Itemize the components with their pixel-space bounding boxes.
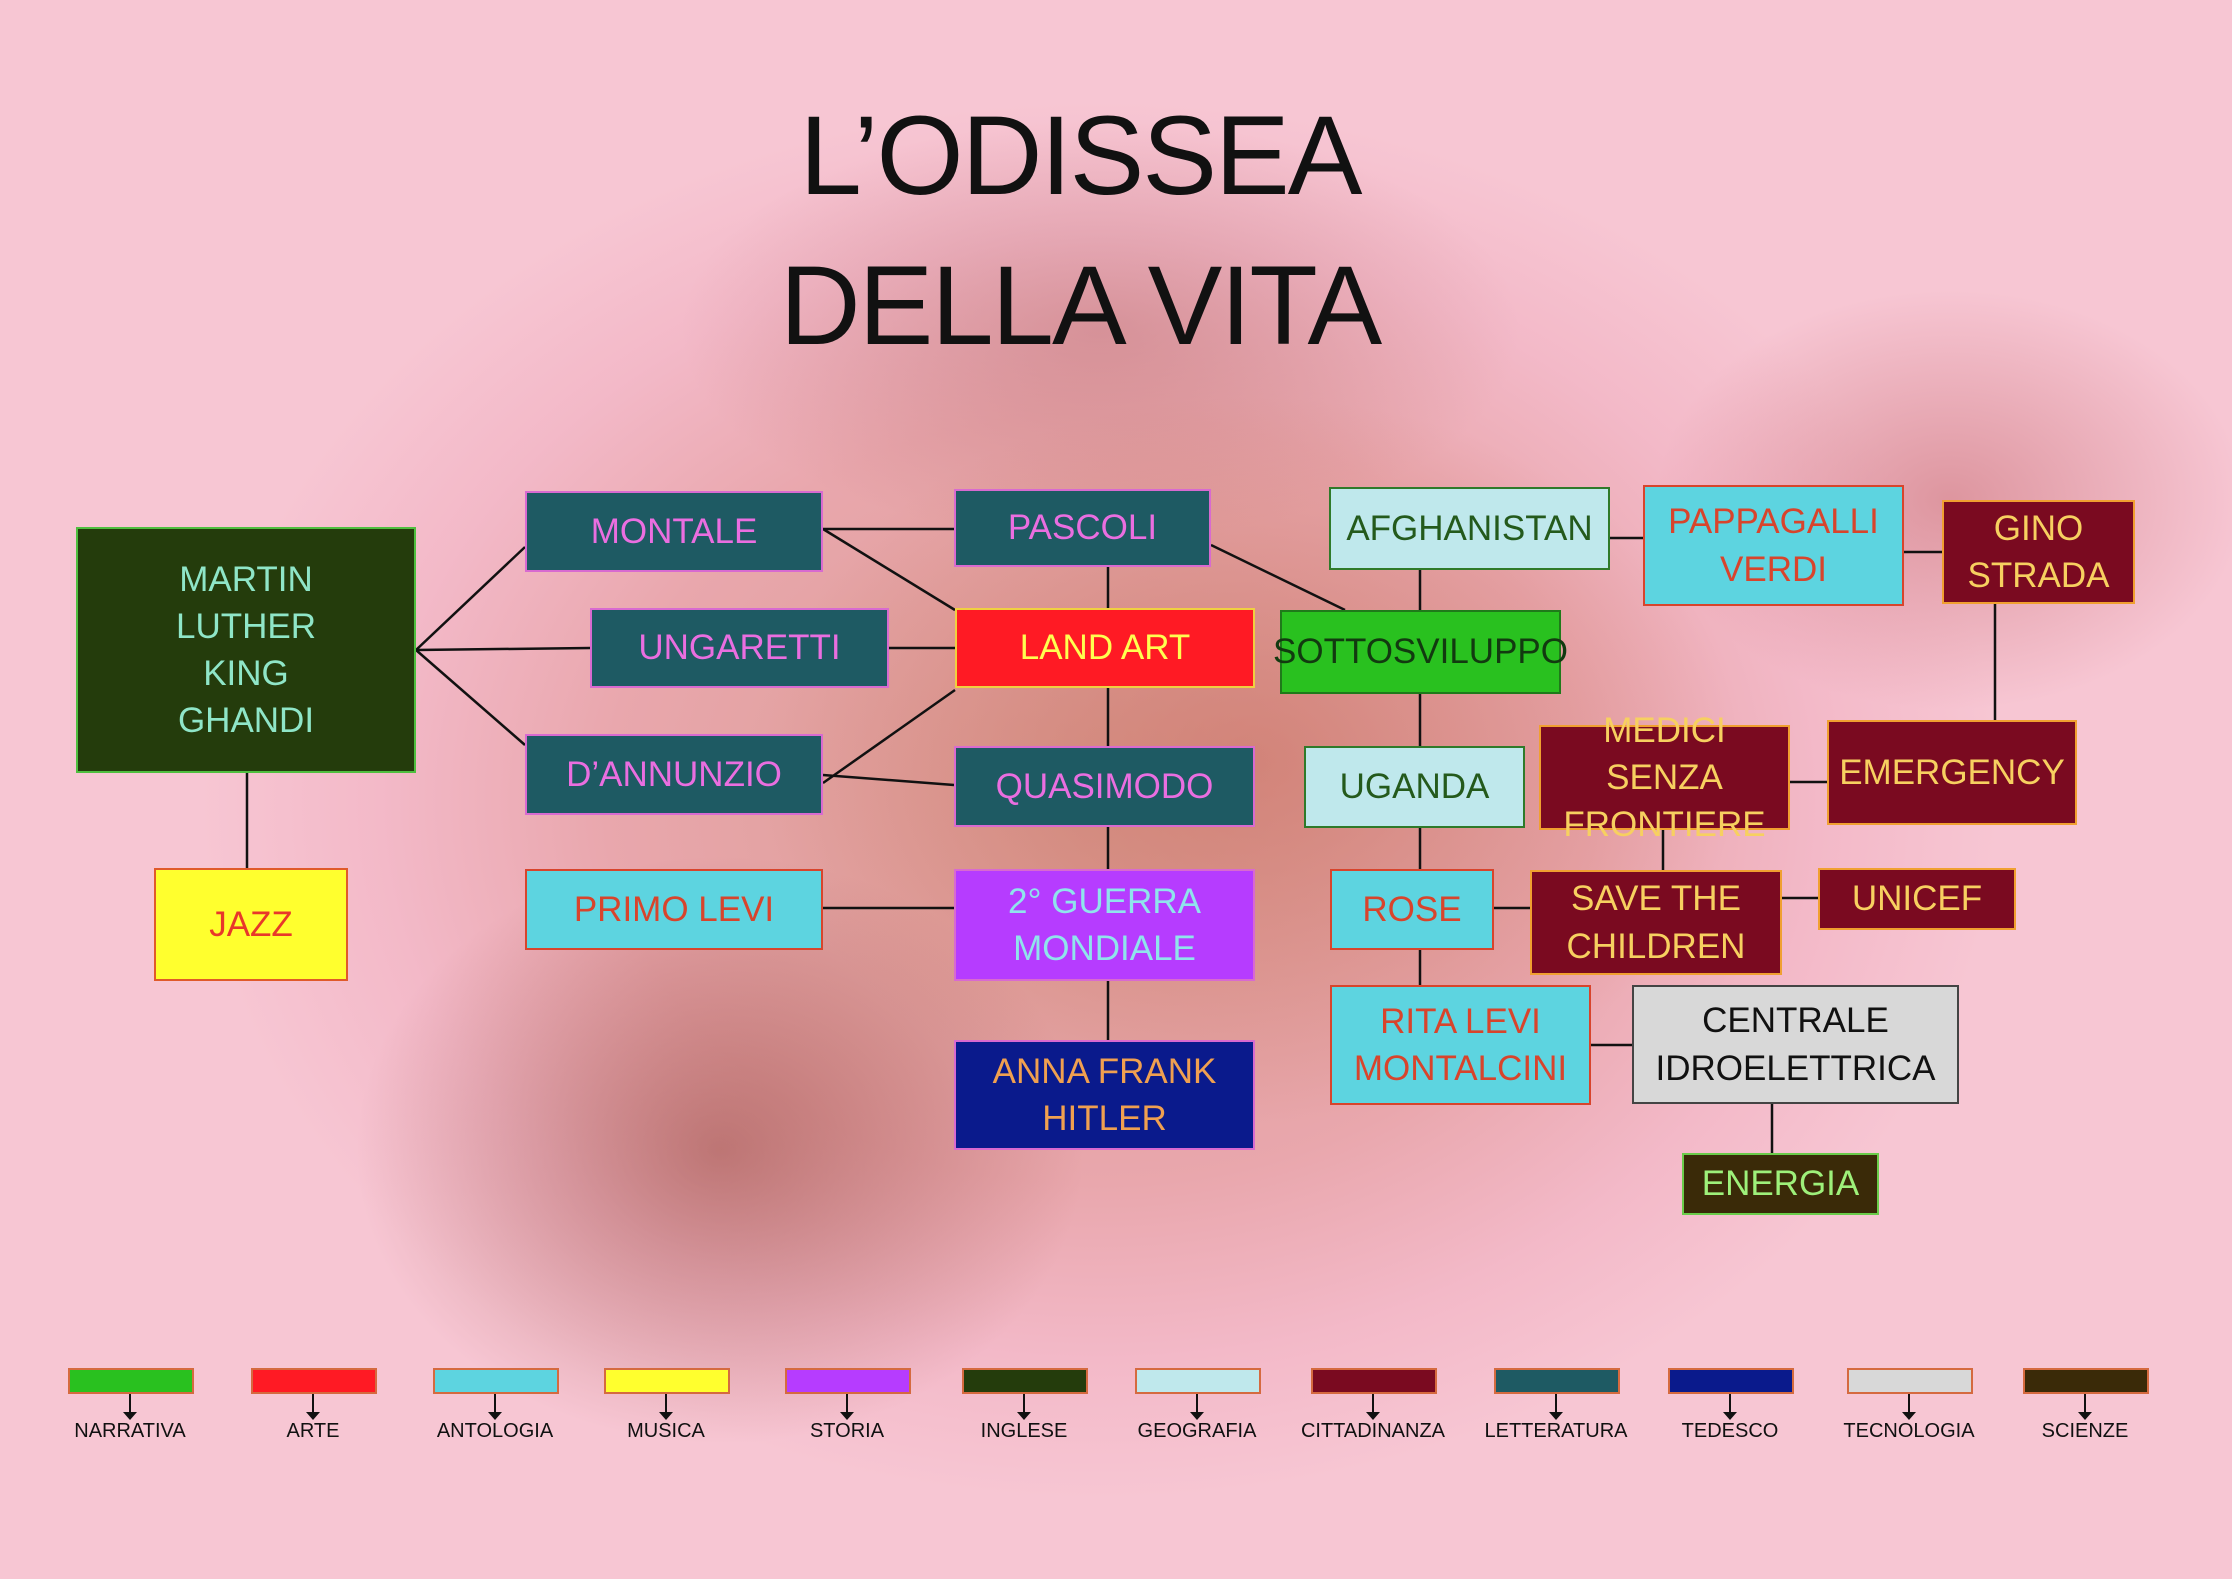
arrow-down-icon bbox=[1366, 1394, 1380, 1420]
legend-item-geografia: GEOGRAFIA bbox=[1135, 1368, 1261, 1443]
node-quasimodo: QUASIMODO bbox=[954, 746, 1255, 827]
link-dannunzio-quasimodo bbox=[822, 773, 955, 787]
link-pascoli-sottosviluppo bbox=[1210, 543, 1346, 612]
arrow-down-icon bbox=[123, 1394, 137, 1420]
legend-swatch bbox=[433, 1368, 559, 1394]
legend-swatch bbox=[2023, 1368, 2149, 1394]
node-montale: MONTALE bbox=[525, 491, 823, 572]
node-anna-frank-hitler: ANNA FRANK HITLER bbox=[954, 1040, 1255, 1150]
legend-label: TECNOLOGIA bbox=[1843, 1420, 1975, 1442]
node-2-guerra-mondiale: 2° GUERRA MONDIALE bbox=[954, 869, 1255, 981]
legend-label: ARTE bbox=[286, 1420, 340, 1442]
legend-swatch bbox=[1311, 1368, 1437, 1394]
legend-label: STORIA bbox=[809, 1420, 885, 1442]
legend-swatch bbox=[1847, 1368, 1973, 1394]
arrow-down-icon bbox=[840, 1394, 854, 1420]
legend-label: MUSICA bbox=[627, 1420, 705, 1442]
arrow-down-icon bbox=[488, 1394, 502, 1420]
node-martin-luther-king-ghandi: MARTIN LUTHER KING GHANDI bbox=[76, 527, 416, 773]
arrow-down-icon bbox=[659, 1394, 673, 1420]
legend-label: CITTADINANZA bbox=[1300, 1420, 1446, 1442]
arrow-down-icon bbox=[1549, 1394, 1563, 1420]
legend-swatch bbox=[251, 1368, 377, 1394]
legend-item-arte: ARTE bbox=[251, 1368, 377, 1443]
arrow-down-icon bbox=[1190, 1394, 1204, 1420]
node-uganda: UGANDA bbox=[1304, 746, 1525, 828]
node-centrale-idroelettrica: CENTRALE IDROELETTRICA bbox=[1632, 985, 1959, 1104]
arrow-down-icon bbox=[306, 1394, 320, 1420]
legend-swatch bbox=[1135, 1368, 1261, 1394]
link-montale-landart bbox=[822, 527, 956, 612]
legend-item-storia: STORIA bbox=[785, 1368, 911, 1443]
link-martin-montale bbox=[415, 546, 526, 651]
node-energia: ENERGIA bbox=[1682, 1153, 1879, 1215]
node-rose: ROSE bbox=[1330, 869, 1494, 950]
arrow-down-icon bbox=[2078, 1394, 2092, 1420]
arrow-down-icon bbox=[1902, 1394, 1916, 1420]
legend-item-letteratura: LETTERATURA bbox=[1485, 1368, 1627, 1443]
node-gino-strada: GINO STRADA bbox=[1942, 500, 2135, 604]
legend-label: ANTOLOGIA bbox=[436, 1420, 554, 1442]
legend-label: SCIENZE bbox=[2041, 1420, 2129, 1442]
node-afghanistan: AFGHANISTAN bbox=[1329, 487, 1610, 570]
page-title-line-2: DELLA VITA bbox=[779, 243, 1382, 368]
legend-label: INGLESE bbox=[980, 1420, 1068, 1442]
legend-item-musica: MUSICA bbox=[604, 1368, 730, 1443]
legend-item-inglese: INGLESE bbox=[962, 1368, 1088, 1443]
node-ungaretti: UNGARETTI bbox=[590, 608, 889, 688]
node-sottosviluppo: SOTTOSVILUPPO bbox=[1273, 610, 1568, 694]
arrow-down-icon bbox=[1017, 1394, 1031, 1420]
node-unicef: UNICEF bbox=[1818, 868, 2016, 930]
legend-item-tecnologia: TECNOLOGIA bbox=[1843, 1368, 1975, 1443]
legend-item-scienze: SCIENZE bbox=[2023, 1368, 2149, 1443]
node-save-the-children: SAVE THE CHILDREN bbox=[1530, 870, 1782, 975]
link-martin-ungaretti bbox=[415, 646, 591, 652]
legend-swatch bbox=[68, 1368, 194, 1394]
legend-swatch bbox=[785, 1368, 911, 1394]
legend-item-cittadinanza: CITTADINANZA bbox=[1301, 1368, 1445, 1443]
legend-label: NARRATIVA bbox=[74, 1420, 186, 1442]
link-dannunzio-landart bbox=[822, 688, 956, 785]
legend-swatch bbox=[1668, 1368, 1794, 1394]
legend-item-tedesco: TEDESCO bbox=[1668, 1368, 1794, 1443]
legend-swatch bbox=[604, 1368, 730, 1394]
legend-item-narrativa: NARRATIVA bbox=[68, 1368, 194, 1443]
node-land-art: LAND ART bbox=[955, 608, 1255, 688]
page-title-line-1: L’ODISSEA bbox=[799, 93, 1363, 218]
node-pappagalli-verdi: PAPPAGALLI VERDI bbox=[1643, 485, 1904, 606]
node-primo-levi: PRIMO LEVI bbox=[525, 869, 823, 950]
legend-label: GEOGRAFIA bbox=[1137, 1420, 1257, 1442]
arrow-down-icon bbox=[1723, 1394, 1737, 1420]
legend-label: LETTERATURA bbox=[1484, 1420, 1628, 1442]
node-jazz: JAZZ bbox=[154, 868, 348, 981]
node-dannunzio: D’ANNUNZIO bbox=[525, 734, 823, 815]
legend-swatch bbox=[1494, 1368, 1620, 1394]
legend-label: TEDESCO bbox=[1681, 1420, 1779, 1442]
legend-swatch bbox=[962, 1368, 1088, 1394]
node-pascoli: PASCOLI bbox=[954, 489, 1211, 567]
node-rita-levi-montalcini: RITA LEVI MONTALCINI bbox=[1330, 985, 1591, 1105]
legend-item-antologia: ANTOLOGIA bbox=[433, 1368, 559, 1443]
node-medici-senza-frontiere: MEDICI SENZA FRONTIERE bbox=[1539, 711, 1790, 844]
link-martin-dannunzio bbox=[415, 649, 526, 746]
node-emergency: EMERGENCY bbox=[1827, 720, 2077, 825]
